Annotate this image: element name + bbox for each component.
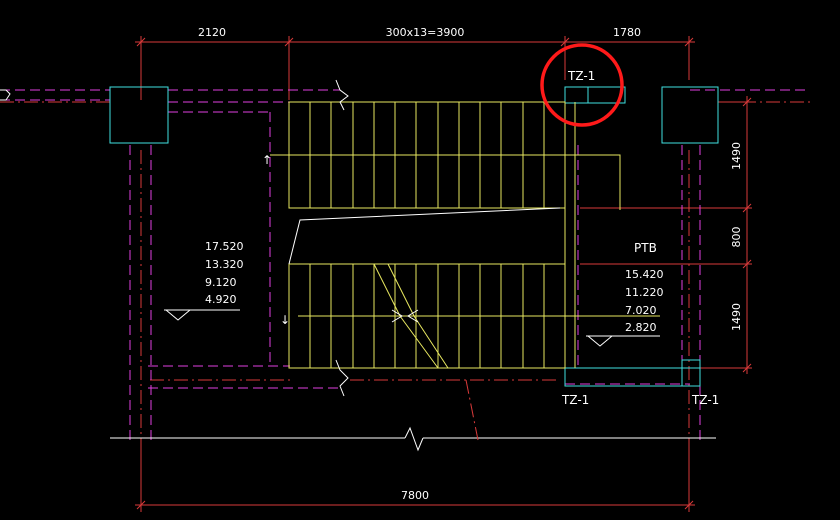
- dim-right-middle: 800: [730, 227, 743, 248]
- break-lines: [0, 79, 716, 452]
- elevation-list-left: 17.520 13.320 9.120 4.920: [205, 240, 244, 306]
- right-dimension-line: [580, 96, 752, 374]
- arrow-down-marker: ↓: [280, 313, 290, 327]
- label-tz-bottom-right: TZ-1: [691, 393, 719, 407]
- elevation-left-2: 13.320: [205, 258, 244, 271]
- top-dimension-line: [135, 36, 695, 100]
- elevation-right-4: 2.820: [625, 321, 657, 334]
- dim-right-top: 1490: [730, 142, 743, 170]
- elevation-list-right: 15.420 11.220 7.020 2.820: [625, 268, 664, 334]
- elevation-left-4: 4.920: [205, 293, 237, 306]
- elevation-left-3: 9.120: [205, 276, 237, 289]
- dim-top-middle: 300x13=3900: [386, 26, 465, 39]
- stair-flights: [270, 101, 660, 369]
- section-mark-line: [465, 379, 479, 441]
- elevation-right-2: 11.220: [625, 286, 664, 299]
- elevation-left-1: 17.520: [205, 240, 244, 253]
- highlight-circle: [540, 43, 624, 127]
- dim-top-right: 1780: [613, 26, 641, 39]
- bottom-dimension-line: [135, 440, 695, 512]
- label-tz-bottom-left: TZ-1: [561, 393, 589, 407]
- axis-lines: [0, 101, 810, 440]
- arrow-up-marker: ↑: [262, 153, 272, 167]
- dim-top-left: 2120: [198, 26, 226, 39]
- dim-bottom-total: 7800: [401, 489, 429, 502]
- dim-right-bottom: 1490: [730, 303, 743, 331]
- elevation-right-1: 15.420: [625, 268, 664, 281]
- columns: [109, 86, 719, 387]
- elevation-right-3: 7.020: [625, 304, 657, 317]
- label-tz-top: TZ-1: [567, 69, 595, 83]
- label-ptb: PTB: [634, 241, 657, 255]
